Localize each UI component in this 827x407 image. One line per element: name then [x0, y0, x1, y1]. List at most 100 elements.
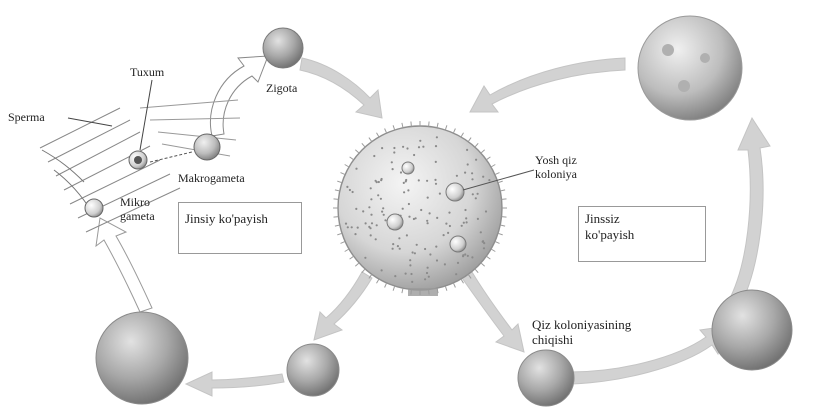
cell-dot [383, 214, 385, 216]
cell-dot [376, 224, 378, 226]
cell-dot [462, 254, 464, 256]
cell-dot [465, 217, 467, 219]
cell-dot [435, 246, 437, 248]
cell-dot [447, 232, 449, 234]
flagellum-spike [355, 263, 359, 266]
flagellum-spike [495, 241, 500, 243]
colony-center-mother [333, 121, 507, 296]
cell-dot [406, 234, 408, 236]
flagellum-spike [377, 133, 380, 137]
cell-dot [482, 240, 484, 242]
cell-dot [373, 155, 375, 157]
colony-bottom-small [287, 344, 339, 396]
cell-dot [424, 248, 426, 250]
flagellum-spike [481, 150, 485, 153]
flagellum-spike [445, 286, 447, 291]
flagellum-spike [429, 122, 430, 127]
cell-dot [466, 221, 468, 223]
cell-dot [471, 178, 473, 180]
cell-dot [409, 259, 411, 261]
flagellum-spike [495, 173, 500, 175]
cell-dot [483, 242, 485, 244]
flagellum-spike [345, 165, 349, 168]
flagellum-spike [385, 283, 387, 288]
flagellum-spike [475, 143, 478, 147]
cell-dot [345, 223, 347, 225]
cell-dot [357, 227, 359, 229]
cell-dot [472, 193, 474, 195]
flagellum-spike [491, 249, 495, 252]
cell-dot [403, 182, 405, 184]
flagellum-spike [486, 157, 490, 160]
box-jinssiz-kopayish: Jinssiz ko'payish [578, 206, 706, 262]
cell-dot [402, 146, 404, 148]
flagellum-spike [385, 129, 387, 134]
cell-dot [375, 238, 377, 240]
cell-dot [428, 276, 430, 278]
daughter-colony-icon [387, 214, 403, 230]
cell-dot [411, 281, 413, 283]
cell-dot [422, 146, 424, 148]
flagellum-spike [491, 165, 495, 168]
label-zigota: Zigota [266, 82, 297, 96]
cell-dot [463, 222, 465, 224]
flagellum-spike [335, 225, 340, 226]
cell-dot [409, 264, 411, 266]
cell-dot [399, 248, 401, 250]
cell-dot [368, 206, 370, 208]
cell-dot [456, 175, 458, 177]
cell-dot [392, 168, 394, 170]
arrow-to-zygote-icon [210, 56, 268, 136]
cell-dot [352, 191, 354, 193]
cell-dot [471, 256, 473, 258]
mikrogameta-cell [85, 199, 103, 217]
arrow-bottom-to-left-icon [186, 372, 284, 396]
cell-dot [436, 217, 438, 219]
flagellum-spike [334, 199, 339, 200]
cell-dot [420, 209, 422, 211]
flagellum-spike [337, 233, 342, 235]
cell-dot [408, 203, 410, 205]
cell-dot [448, 212, 450, 214]
cell-dot [429, 212, 431, 214]
makrogameta-cell [194, 134, 220, 160]
cell-dot [436, 136, 438, 138]
box-jinsiy-text: Jinsiy ko'payish [185, 211, 268, 226]
cell-dot [483, 247, 485, 249]
cell-dot [419, 140, 421, 142]
cell-dot [393, 147, 395, 149]
egg-cell [129, 151, 147, 169]
label-yosh-qiz-koloniya: Yosh qiz koloniya [535, 154, 577, 182]
cell-dot [382, 207, 384, 209]
cell-dot [435, 183, 437, 185]
cell-dot [391, 161, 393, 163]
cell-dot [405, 179, 407, 181]
cell-dot [467, 163, 469, 165]
label-makrogameta: Makrogameta [178, 172, 245, 186]
cell-dot [403, 191, 405, 193]
cell-dot [394, 275, 396, 277]
cell-dot [349, 189, 351, 191]
flagellum-spike [337, 181, 342, 183]
flagellum-spike [393, 125, 395, 130]
cell-dot [402, 208, 404, 210]
cell-dot [480, 231, 482, 233]
cell-dot [398, 237, 400, 239]
cell-dot [355, 168, 357, 170]
cell-dot [414, 252, 416, 254]
flagellum-spike [475, 269, 478, 273]
cell-dot [426, 220, 428, 222]
cell-dot [426, 272, 428, 274]
daughter-colony-icon [402, 162, 414, 174]
flagellum-spike [486, 256, 490, 259]
cell-dot [413, 218, 415, 220]
cell-dot [426, 180, 428, 182]
cell-dot [416, 244, 418, 246]
cell-dot [381, 147, 383, 149]
flagellum-spike [437, 123, 438, 128]
cell-dot [482, 176, 484, 178]
cell-dot [375, 180, 377, 182]
flagellum-spike [377, 279, 380, 283]
flagellum-spike [341, 241, 346, 243]
